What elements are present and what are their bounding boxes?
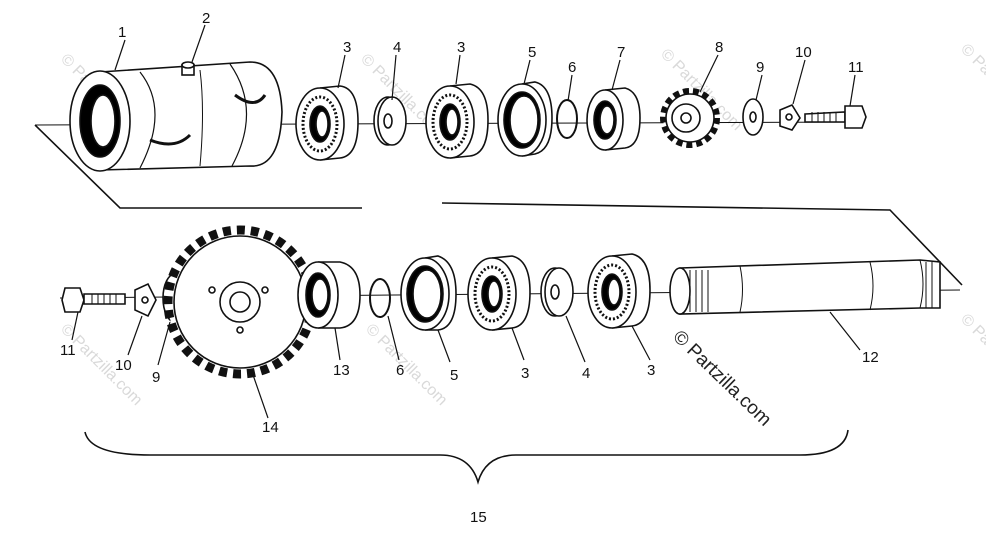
callout-1: 1: [118, 24, 126, 41]
callout-numbers: 1 2 3 4 3 5 6 7 8 9 10 11 11 10 9 14 13 …: [60, 10, 879, 526]
watermark-main: © Partzilla.com: [669, 326, 776, 430]
part-3-bearing: [295, 85, 359, 161]
callout-11: 11: [60, 342, 76, 359]
callout-9: 9: [756, 59, 764, 76]
callout-5: 5: [450, 367, 458, 384]
part-9-washer: [742, 98, 764, 136]
part-13-bushing: [297, 261, 361, 329]
callout-3: 3: [457, 39, 465, 56]
part-14-large-sprocket: [163, 225, 317, 379]
part-4-washer: [373, 96, 407, 146]
part-7-bushing: [586, 87, 641, 151]
callout-4: 4: [582, 365, 590, 382]
part-11-bolt: [804, 105, 867, 129]
watermark-faint: © Partzilla.com: [362, 321, 450, 409]
callout-3: 3: [521, 365, 529, 382]
callout-11: 11: [848, 59, 864, 76]
callout-7: 7: [617, 44, 625, 61]
callout-10: 10: [115, 357, 132, 374]
part-3-bearing: [587, 253, 651, 329]
part-3-bearing: [425, 83, 489, 159]
callout-9: 9: [152, 369, 160, 386]
callout-12: 12: [862, 349, 879, 366]
callout-8: 8: [715, 39, 723, 56]
callout-3: 3: [343, 39, 351, 56]
part-12-shaft: [669, 259, 941, 315]
callout-5: 5: [528, 44, 536, 61]
top-assembly-row: [34, 61, 963, 286]
watermark-faint: © Partzilla.com: [957, 311, 986, 399]
callout-4: 4: [393, 39, 401, 56]
callout-3: 3: [647, 362, 655, 379]
leader-lines: [71, 24, 861, 419]
part-3-bearing: [467, 255, 531, 331]
callout-6: 6: [396, 362, 404, 379]
part-5-race: [400, 255, 457, 331]
part-10-lock-washer: [779, 103, 801, 131]
assembly-bracket: [84, 429, 849, 485]
part-11-bolt: [61, 287, 126, 313]
watermark-faint: © Partzilla.com: [57, 321, 145, 409]
callout-10: 10: [795, 44, 812, 61]
watermark-faint: © Partzilla.com: [957, 41, 986, 129]
part-5-race: [497, 81, 553, 157]
callout-14: 14: [262, 419, 279, 436]
bottom-assembly-row: [59, 225, 961, 485]
guide-line: [34, 124, 362, 209]
part-1-shift-drum: [69, 61, 283, 172]
callout-15: 15: [470, 509, 487, 526]
part-10-lock-washer: [134, 282, 157, 318]
part-4-washer: [540, 267, 574, 317]
guide-line: [441, 202, 963, 286]
part-2-pin: [181, 61, 195, 76]
part-8-small-sprocket: [660, 88, 720, 148]
part-6-snap-ring: [556, 99, 578, 139]
callout-13: 13: [333, 362, 350, 379]
callout-6: 6: [568, 59, 576, 76]
part-6-snap-ring: [369, 278, 391, 318]
callout-2: 2: [202, 10, 210, 27]
